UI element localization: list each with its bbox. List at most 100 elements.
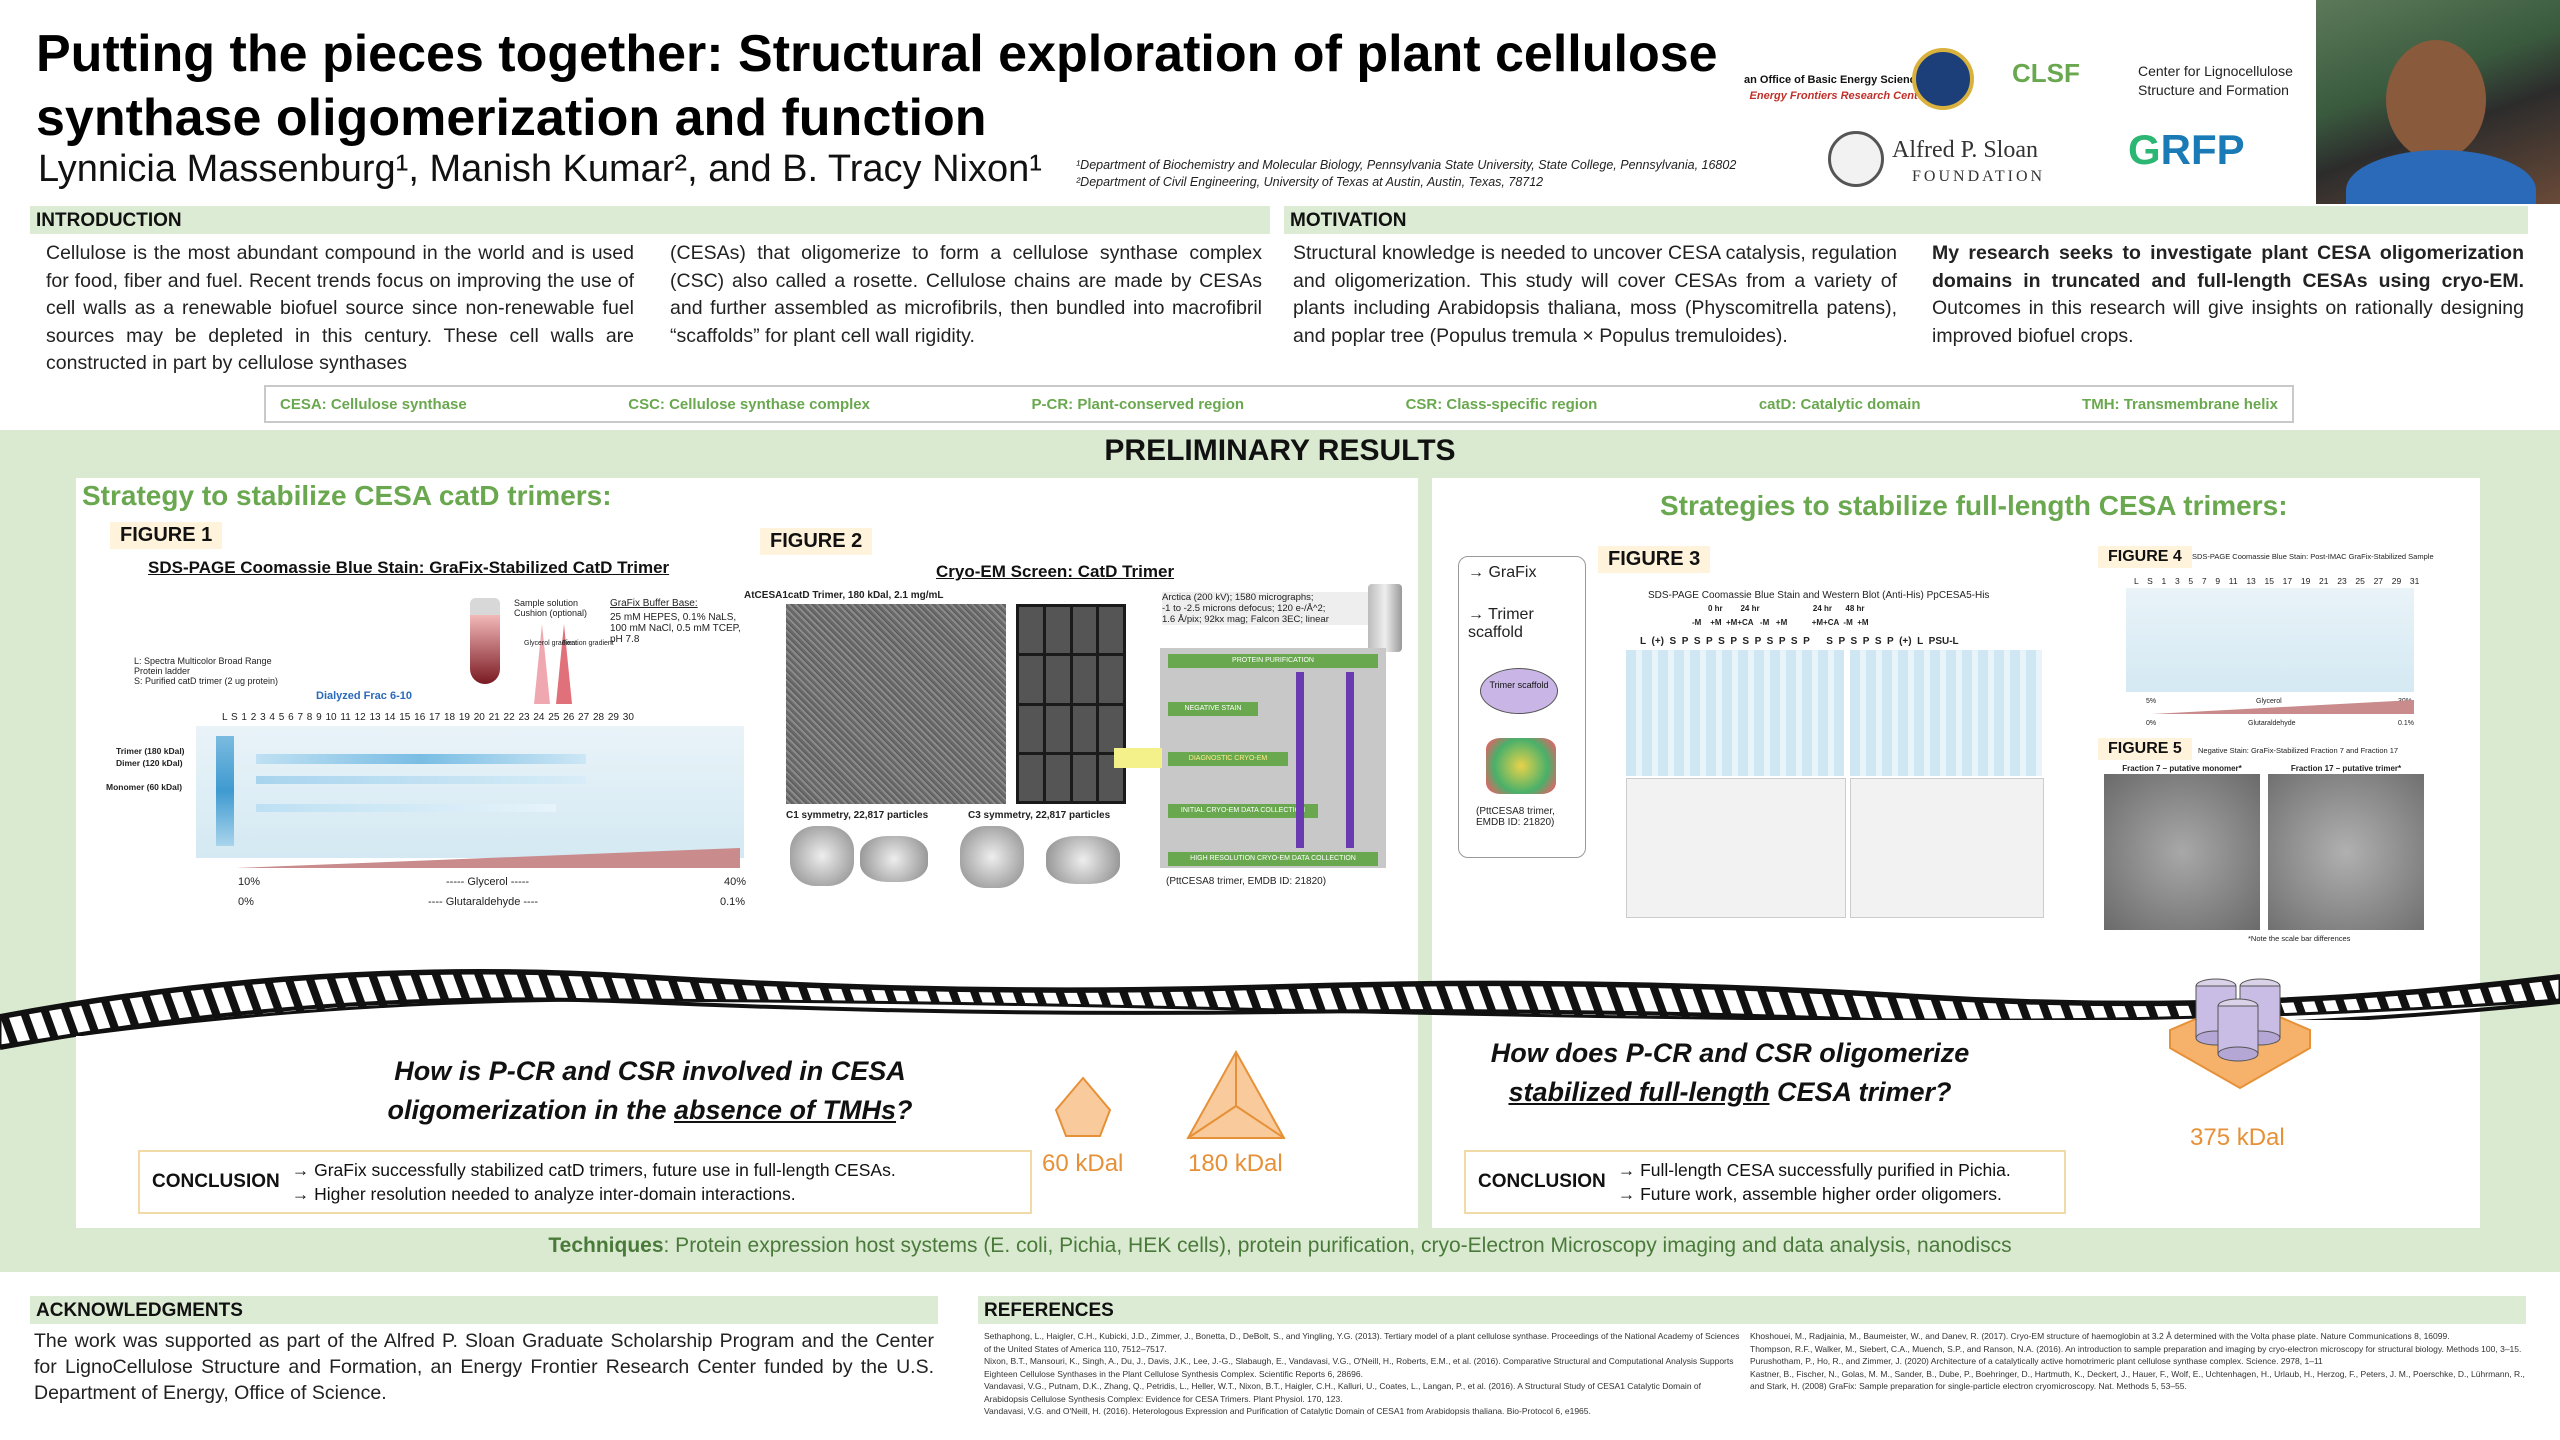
techniques-line: Techniques: Protein expression host syst…	[0, 1234, 2560, 1258]
authors: Lynnicia Massenburg¹, Manish Kumar², and…	[38, 148, 1042, 190]
class-avg	[1045, 656, 1070, 703]
clsf-logo: CLSF	[2012, 58, 2080, 88]
motivation-col-2: My research seeks to investigate plant C…	[1932, 240, 2524, 350]
band-monomer-label: Monomer (60 kDal)	[106, 782, 183, 792]
reference-item: Nixon, B.T., Mansouri, K., Singh, A., Du…	[984, 1356, 1734, 1379]
figure-1-legend: L: Spectra Multicolor Broad Range Protei…	[134, 656, 279, 686]
class-avg	[1099, 705, 1123, 752]
gel-band-trimer	[256, 754, 586, 764]
question-right-a: How does P-CR and CSR oligomerize	[1490, 1038, 1970, 1068]
reference-item: Vandavasi, V.G. and O'Neill, H. (2016). …	[984, 1406, 1591, 1416]
class-avg	[1072, 754, 1097, 801]
flow-step-2: NEGATIVE STAIN	[1168, 702, 1258, 716]
question-right-c: CESA trimer?	[1769, 1077, 1952, 1107]
motivation-rest: Outcomes in this research will give insi…	[1932, 297, 2524, 347]
class-avg	[1019, 754, 1043, 801]
reference-item: Sethaphong, L., Haigler, C.H., Kubicki, …	[984, 1331, 1740, 1354]
flow-step-1: PROTEIN PURIFICATION	[1168, 654, 1378, 668]
right-strategy-title: Strategies to stabilize full-length CESA…	[1660, 490, 2288, 521]
figure-2-emdb: (PttCESA8 trimer, EMDB ID: 21820)	[1166, 876, 1327, 887]
kdal-375-label: 375 kDal	[2190, 1124, 2285, 1151]
doe-seal-logo	[1912, 48, 1974, 110]
figure-4-subtitle: SDS-PAGE Coomassie Blue Stain: Post-IMAC…	[2192, 552, 2434, 561]
conclusion-left-box: CONCLUSION → GraFix successfully stabili…	[138, 1150, 1032, 1214]
references-left: Sethaphong, L., Haigler, C.H., Kubicki, …	[984, 1330, 1740, 1418]
class-avg	[1045, 607, 1070, 654]
figure-3-western-blot-right	[1850, 778, 2044, 918]
2d-class-averages	[1016, 604, 1126, 804]
figure-3-coomassie-gel-left	[1626, 650, 1844, 776]
microscope-icon	[1368, 584, 1402, 652]
figure-1-fix-grad: Fixation gradient	[562, 640, 614, 647]
figure-2-c3: C3 symmetry, 22,817 particles	[968, 810, 1111, 821]
figure-2-tag: FIGURE 2	[760, 528, 873, 555]
glycerol-lo: 10%	[238, 876, 261, 888]
figure-3-scaffold: Trimer scaffold	[1480, 668, 1558, 714]
clsf-text: Center for Lignocellulose Structure and …	[2138, 63, 2293, 98]
flow-step-5: HIGH RESOLUTION CRYO-EM DATA COLLECTION	[1168, 852, 1378, 866]
question-left-a: How is P-CR and CSR involved in CESA oli…	[387, 1056, 906, 1125]
motivation-heading: MOTIVATION	[1284, 206, 2528, 234]
figure-1-buffer: 25 mM HEPES, 0.1% NaLS, 100 mM NaCl, 0.5…	[610, 612, 741, 645]
abbrev-csr: CSR: Class-specific region	[1405, 395, 1598, 413]
reference-item: Kastner, B., Fischer, N., Golas, M. M., …	[1750, 1368, 2525, 1392]
class-avg	[1099, 656, 1123, 703]
figure-5-frac7-label: Fraction 7 – putative monomer*	[2122, 764, 2242, 773]
figure-2-microscope-specs: Arctica (200 kV); 1580 micrographs; -1 t…	[1162, 592, 1382, 625]
question-left-c: ?	[896, 1095, 913, 1125]
author-photo	[2316, 0, 2560, 204]
figure-4-glut-label: Glutaraldehyde	[2248, 720, 2296, 727]
figure-3-coomassie-gel-right	[1850, 650, 2042, 776]
class-avg	[1045, 705, 1070, 752]
conclusion-left-label: CONCLUSION	[152, 1171, 280, 1192]
conclusion-left-text: → GraFix successfully stabilized catD tr…	[292, 1158, 896, 1206]
glut-hi: 0.1%	[720, 896, 746, 908]
grfp-logo: GRFP	[2128, 126, 2245, 174]
glut-label: ---- Glutaraldehyde ----	[428, 896, 539, 908]
glycerol-hi: 40%	[724, 876, 747, 888]
trimer-triangle-icon	[1186, 1050, 1286, 1139]
references-right: Khoshouei, M., Radjainia, M., Baumeister…	[1750, 1330, 2530, 1393]
figure-1-lanes: L S 1 2 3 4 5 6 7 8 9 10 11 12 13 14 15 …	[222, 712, 634, 723]
gel-band-monomer	[256, 804, 556, 812]
figure-3-grafix-option: → GraFix	[1468, 564, 1537, 581]
tube-icon	[470, 598, 500, 684]
figure-3-conditions: -M +M +M+CA -M +M +M+CA -M +M	[1692, 618, 1869, 627]
flow-step-3: DIAGNOSTIC CRYO-EM	[1168, 752, 1288, 766]
figure-4-lanes: L S 1 3 5 7 9 11 13 15 17 19 21 23 25 27…	[2134, 576, 2420, 586]
references-heading: REFERENCES	[978, 1296, 2526, 1324]
figure-3-western-blot-left	[1626, 778, 1846, 918]
results-heading: PRELIMINARY RESULTS	[1104, 434, 1456, 467]
class-avg	[1019, 705, 1043, 752]
sloan-name: Alfred P. Sloan	[1892, 137, 2038, 163]
kdal-60-label: 60 kDal	[1042, 1150, 1124, 1177]
class-avg	[1072, 607, 1097, 654]
conclusion-left-1: → GraFix successfully stabilized catD tr…	[291, 1160, 896, 1180]
figure-5-frac17-label: Fraction 17 – putative trimer*	[2290, 764, 2402, 773]
figure-4-tag: FIGURE 4	[2098, 546, 2192, 568]
full-length-trimer-icon	[2169, 978, 2311, 1090]
figure-4-glycerol-lo: 5%	[2146, 698, 2157, 705]
techniques-text: : Protein expression host systems (E. co…	[663, 1234, 2012, 1257]
sloan-logo: Alfred P. Sloan FOUNDATION	[1892, 138, 2045, 189]
abbrev-cesa: CESA: Cellulose synthase	[280, 395, 467, 413]
affiliation-1: ¹Department of Biochemistry and Molecula…	[1076, 158, 1737, 172]
question-left-b: absence of TMHs	[673, 1095, 897, 1125]
figure-3-subtitle: SDS-PAGE Coomassie Blue Stain and Wester…	[1648, 590, 1990, 601]
affiliation-2: ²Department of Civil Engineering, Univer…	[1076, 175, 1544, 189]
figure-2-micrograph-label: AtCESA1catD Trimer, 180 kDal, 2.1 mg/mL	[744, 590, 944, 601]
question-right-b: stabilized full-length	[1508, 1077, 1770, 1107]
figure-1-subtitle: SDS-PAGE Coomassie Blue Stain: GraFix-St…	[148, 558, 670, 577]
figure-3-lanes: L (+) S P S P S P S P S P S P S P S P S …	[1640, 636, 1959, 647]
doe-logo-text: an Office of Basic Energy Sciences Energ…	[1744, 72, 1928, 104]
grfp-logo-b: RFP	[2160, 126, 2245, 173]
conclusion-right-box: CONCLUSION → Full-length CESA successful…	[1464, 1150, 2066, 1214]
introduction-heading: INTRODUCTION	[30, 206, 1270, 234]
figure-5-tag: FIGURE 5	[2098, 738, 2192, 760]
figure-5-neg-stain-frac17	[2268, 774, 2424, 930]
doe-line-2: Energy Frontiers Research Center	[1749, 90, 1929, 102]
flow-step-4: INITIAL CRYO-EM DATA COLLECTION	[1168, 804, 1318, 818]
photo-shirt	[2346, 150, 2536, 204]
abbreviations-bar: CESA: Cellulose synthase CSC: Cellulose …	[264, 385, 2294, 423]
fixation-gradient-icon	[556, 624, 572, 704]
